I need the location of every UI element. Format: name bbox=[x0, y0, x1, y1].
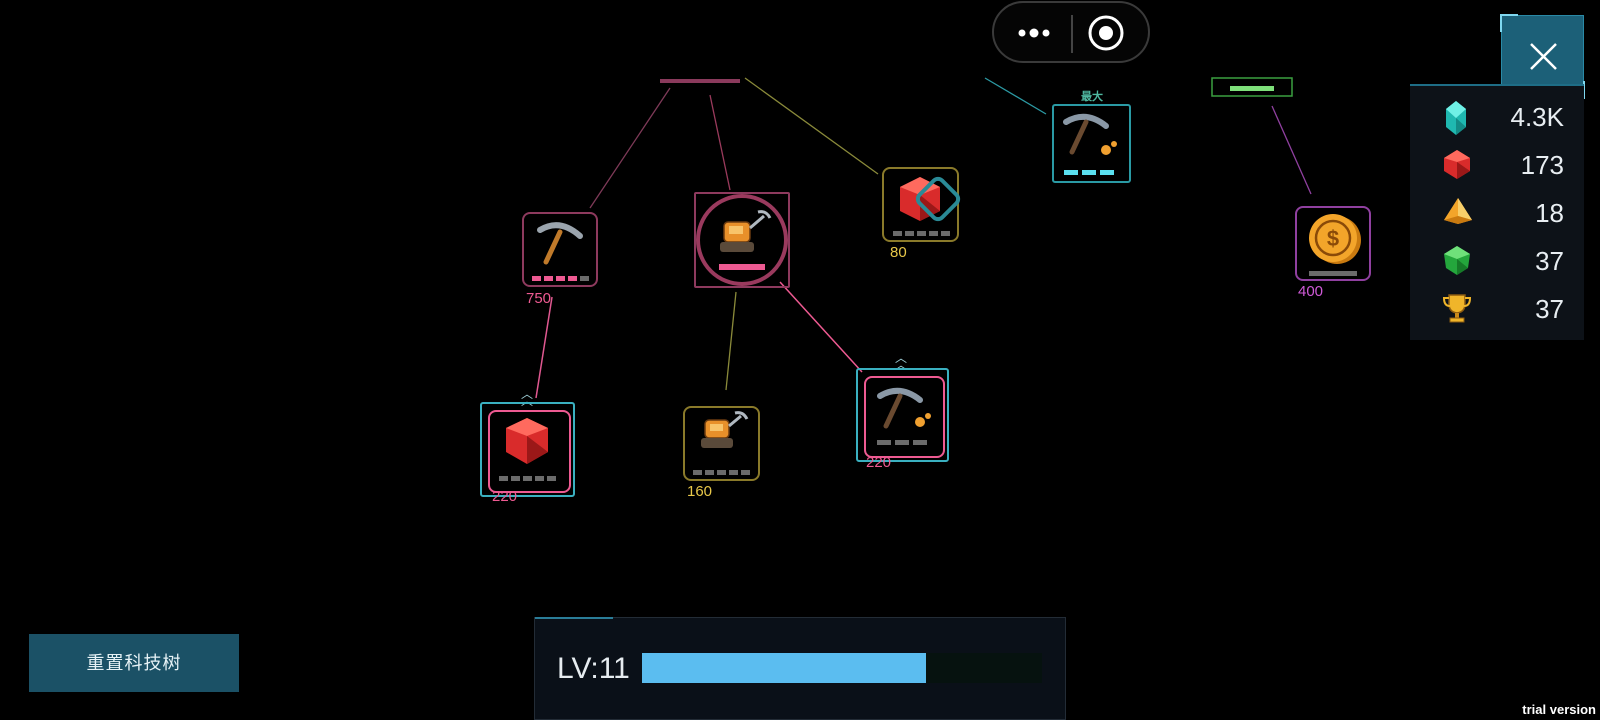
mining-robot-icon bbox=[696, 194, 788, 286]
red-gem-count: 173 bbox=[1520, 150, 1564, 180]
pickaxe-ore-icon bbox=[877, 387, 931, 429]
green-gem-count: 37 bbox=[1535, 246, 1564, 276]
watermark: trial version bbox=[1522, 702, 1596, 717]
red-gem-icon bbox=[1444, 150, 1470, 179]
svg-text:$: $ bbox=[1327, 226, 1339, 251]
trophy-count: 37 bbox=[1535, 294, 1564, 324]
resource-green-gem: 37 bbox=[1410, 238, 1584, 282]
resource-panel: 4.3K 173 18 37 37 bbox=[1410, 84, 1584, 340]
resource-crystal: 4.3K bbox=[1410, 94, 1584, 138]
more-options-icon[interactable] bbox=[1014, 23, 1054, 43]
resource-trophy: 37 bbox=[1410, 286, 1584, 330]
crystal-count: 4.3K bbox=[1510, 102, 1565, 132]
red-gem-icon bbox=[506, 418, 548, 464]
orange-triangle-gem-icon bbox=[1444, 198, 1472, 224]
resource-orange-gem: 18 bbox=[1410, 190, 1584, 234]
tech-node-robot-root[interactable] bbox=[694, 192, 790, 288]
capsule-divider bbox=[1071, 15, 1073, 53]
resource-red-gem: 173 bbox=[1410, 142, 1584, 186]
pickaxe-ore-icon bbox=[1063, 113, 1117, 155]
trophy-icon bbox=[1442, 294, 1472, 323]
tech-node-gem-220[interactable] bbox=[480, 402, 575, 497]
target-icon[interactable] bbox=[1087, 14, 1125, 52]
green-gem-icon bbox=[1444, 246, 1470, 275]
level-panel: LV:11 bbox=[534, 617, 1066, 720]
cost-label: 160 bbox=[687, 483, 713, 500]
tech-node-pickaxe-max[interactable] bbox=[1052, 104, 1131, 183]
coin-icon: $ bbox=[1309, 214, 1361, 264]
menu-capsule bbox=[992, 1, 1150, 63]
cost-label: 400 bbox=[1298, 283, 1324, 300]
cost-label: 750 bbox=[526, 290, 552, 307]
pickaxe-icon bbox=[537, 222, 583, 265]
cost-label: 220 bbox=[492, 488, 518, 505]
level-progress-bar bbox=[642, 653, 1042, 683]
tech-node-pickaxe-220[interactable] bbox=[856, 368, 949, 462]
red-gem-icon bbox=[900, 176, 961, 222]
level-label: LV:11 bbox=[557, 652, 630, 685]
cost-label: 220 bbox=[866, 454, 892, 471]
tech-node-coin-400[interactable]: $ bbox=[1295, 206, 1371, 281]
panel-accent bbox=[535, 617, 613, 619]
tech-node-robot-160[interactable] bbox=[683, 406, 760, 481]
upgrade-chevron-icon: ︿︿ bbox=[895, 351, 907, 372]
max-badge: 最大 bbox=[1081, 91, 1103, 103]
upgrade-chevron-icon: ︿︿ bbox=[521, 387, 533, 408]
tech-node-gem-80[interactable] bbox=[882, 167, 961, 242]
cyan-crystal-icon bbox=[1446, 101, 1466, 135]
tech-node-pickaxe-750[interactable] bbox=[522, 212, 598, 287]
reset-tech-tree-button[interactable]: 重置科技树 bbox=[29, 634, 239, 692]
cost-label: 80 bbox=[890, 244, 907, 261]
close-icon bbox=[1530, 43, 1557, 70]
level-progress-fill bbox=[642, 653, 926, 683]
mining-robot-icon bbox=[701, 411, 749, 448]
orange-gem-count: 18 bbox=[1535, 198, 1564, 228]
